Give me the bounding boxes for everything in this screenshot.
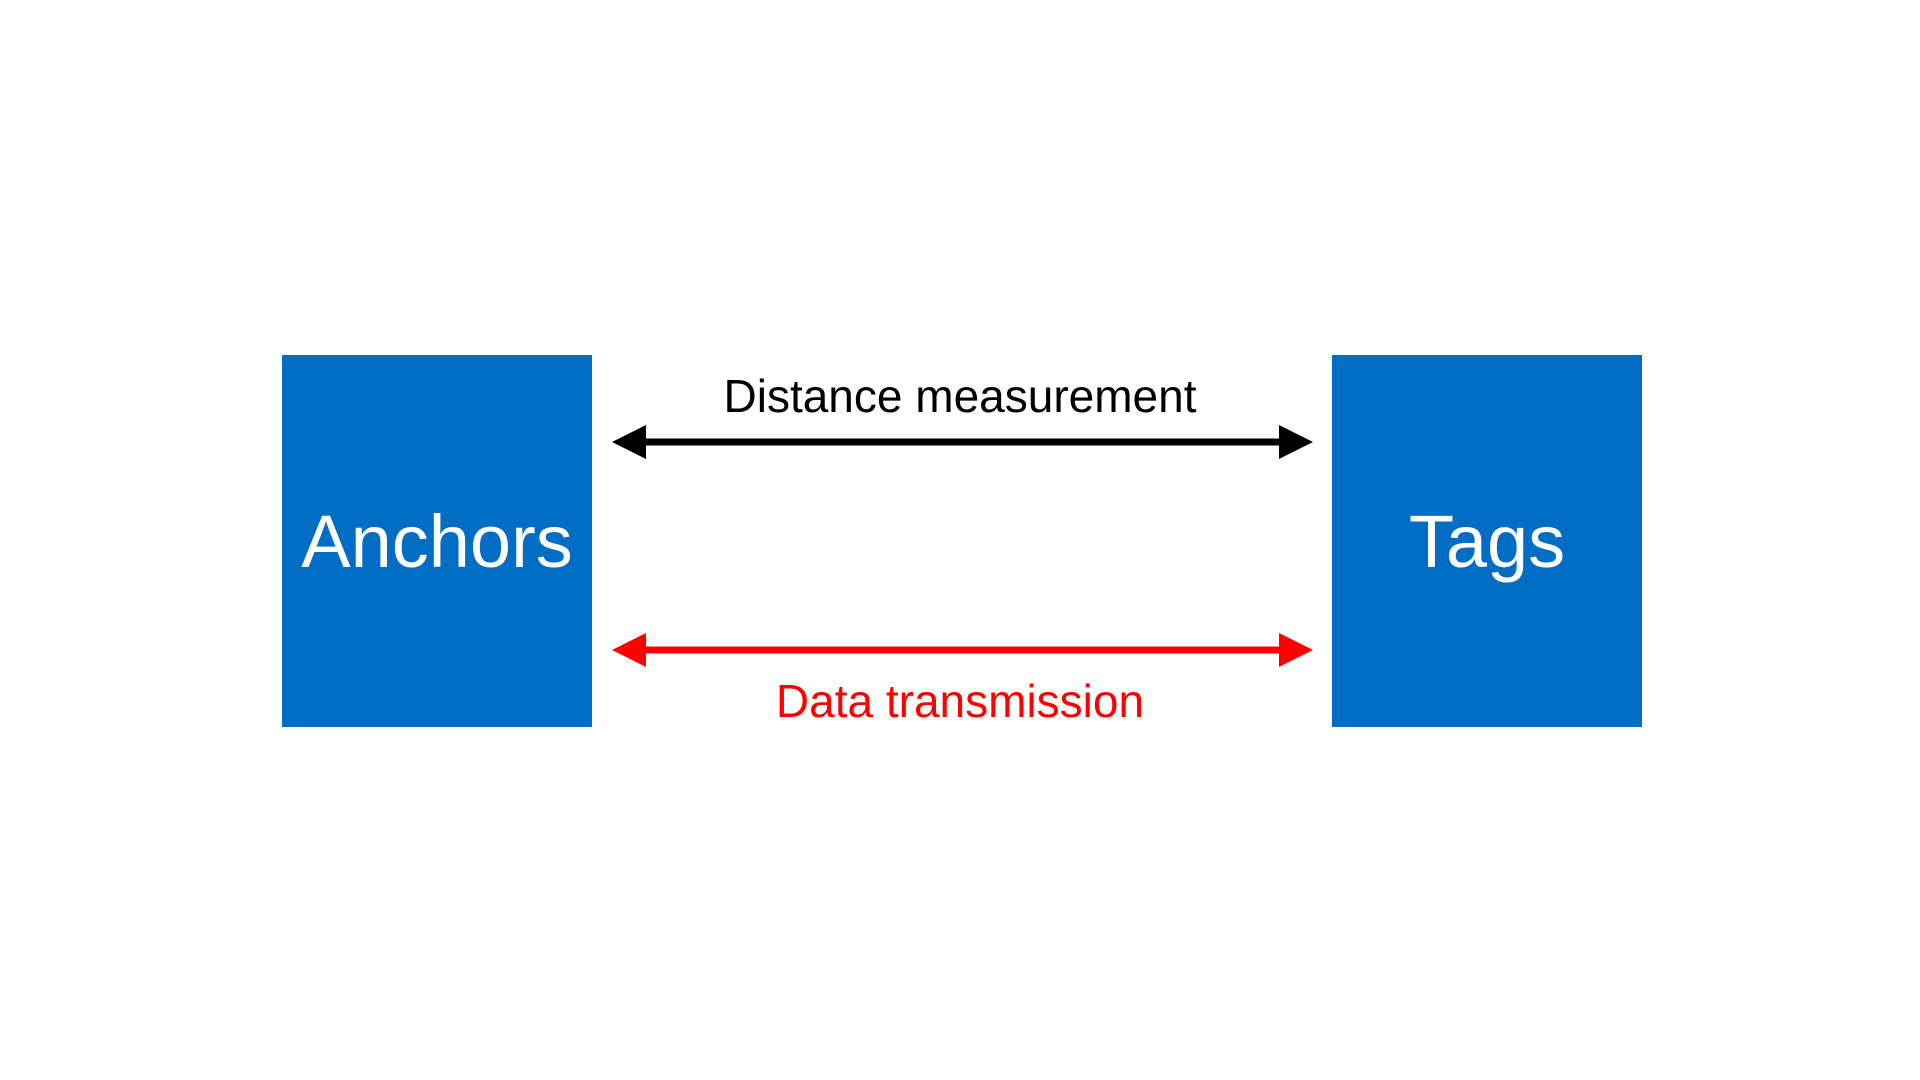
distance-measurement-label: Distance measurement — [723, 370, 1197, 422]
anchors-label: Anchors — [301, 499, 573, 583]
tags-box: Tags — [1332, 355, 1642, 727]
data-transmission-label: Data transmission — [775, 675, 1145, 727]
distance-measurement-arrow — [612, 425, 1313, 459]
tags-label: Tags — [1408, 499, 1566, 583]
data-transmission-arrow — [612, 633, 1313, 667]
anchors-box: Anchors — [282, 355, 592, 727]
